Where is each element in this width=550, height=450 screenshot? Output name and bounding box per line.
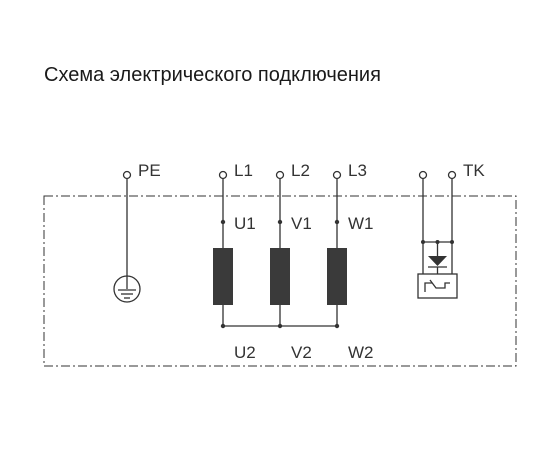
star-point-bus <box>220 323 340 329</box>
pe-label: PE <box>138 161 161 180</box>
winding-u <box>213 248 233 305</box>
tk-terminals <box>418 170 457 242</box>
thermal-contact-icon <box>417 240 458 299</box>
tk-label: TK <box>463 161 485 180</box>
winding-v <box>270 248 290 305</box>
w2-label: W2 <box>348 343 374 362</box>
pe-terminal <box>122 170 132 289</box>
v1-label: V1 <box>291 214 312 233</box>
u1-label: U1 <box>234 214 256 233</box>
l3-label: L3 <box>348 161 367 180</box>
winding-w <box>327 248 347 305</box>
ground-icon <box>113 275 141 303</box>
l1-label: L1 <box>234 161 253 180</box>
l3-terminal <box>332 170 342 248</box>
w1-label: W1 <box>348 214 374 233</box>
motor-housing-boundary <box>43 195 517 367</box>
l2-terminal <box>275 170 285 248</box>
u2-label: U2 <box>234 343 256 362</box>
l2-label: L2 <box>291 161 310 180</box>
l1-terminal <box>218 170 228 248</box>
v2-label: V2 <box>291 343 312 362</box>
page-title: Схема электрического подключения <box>44 64 381 86</box>
